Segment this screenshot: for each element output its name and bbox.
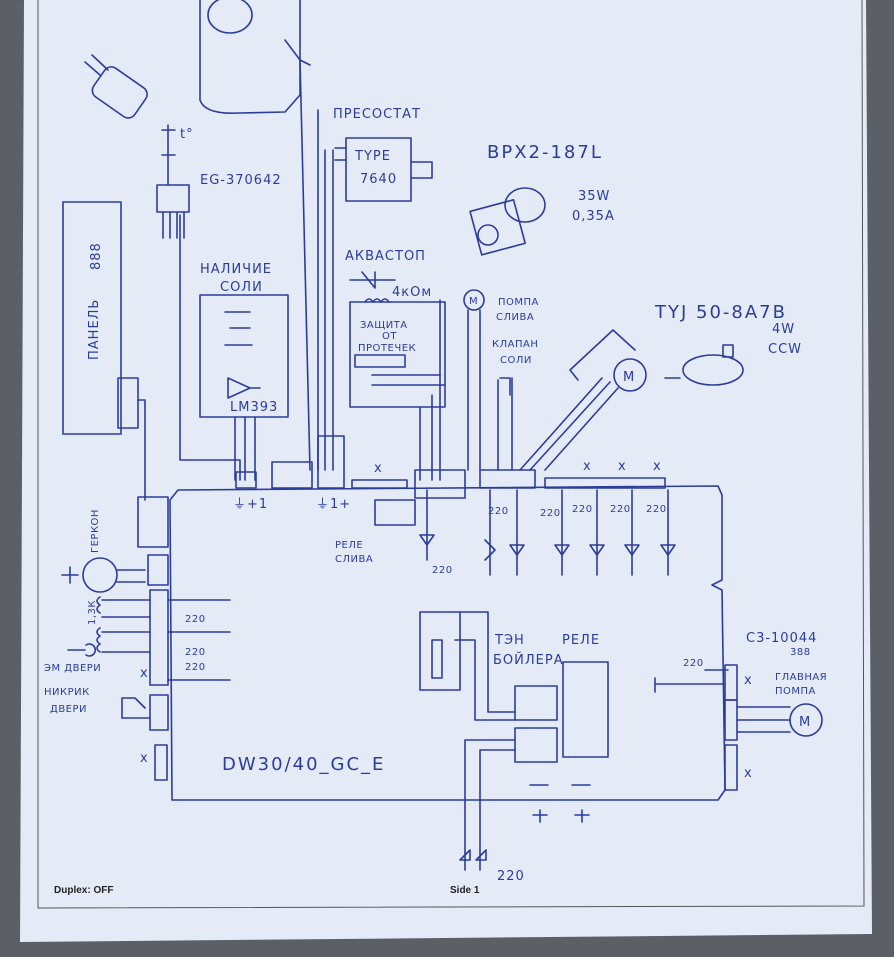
salt-valve-label-2: СОЛИ — [500, 355, 532, 366]
reed-label: ГЕРКОН — [90, 509, 101, 553]
leak-label-3: ПРОТЕЧЕК — [358, 343, 416, 354]
motor-direction: CCW — [768, 342, 802, 357]
salt-valve — [497, 377, 513, 471]
control-panel — [62, 201, 146, 501]
v220-label-5: 220 — [646, 504, 667, 515]
main-pump-model: C3-10044 — [746, 631, 817, 646]
pump-sketch — [469, 187, 546, 256]
comparator-label: LM393 — [230, 400, 278, 415]
resistance-label: 4кОм — [392, 285, 432, 300]
triac-row — [374, 489, 676, 576]
drain-pump-label-2: СЛИВА — [496, 312, 534, 323]
sensor-model: EG-370642 — [200, 173, 282, 188]
resistor-label: 1,3К — [87, 600, 98, 625]
salt-label-2: СОЛИ — [220, 280, 263, 295]
v220-label-9: 220 — [185, 662, 206, 673]
main-pump — [654, 669, 823, 737]
v220-label-2: 220 — [540, 508, 561, 519]
paper-sheet — [20, 0, 872, 942]
drain-pump-label-1: ПОМПА — [498, 297, 539, 308]
v220-label-4: 220 — [610, 504, 631, 515]
nc-mark-8: x — [744, 766, 753, 781]
main-board — [137, 435, 738, 801]
heater-relay-block — [419, 611, 609, 871]
relay-label: РЕЛЕ — [562, 633, 600, 648]
salt-valve-label-1: КЛАПАН — [492, 339, 538, 350]
nc-mark-5: x — [140, 666, 149, 681]
pressostat-type-number: 7640 — [360, 172, 397, 187]
drain-pump — [463, 289, 485, 471]
nc-mark-6: x — [140, 751, 149, 766]
drain-relay-label-1: РЕЛЕ — [335, 540, 363, 551]
pressostat — [299, 59, 433, 471]
motor-symbol: M — [623, 370, 635, 385]
aquastop-label: АКВАСТОП — [345, 249, 426, 264]
pressostat-label: ПРЕСОСТАТ — [333, 107, 421, 122]
plug-icon — [84, 54, 148, 119]
leak-label-2: ОТ — [382, 331, 397, 342]
door-switch-label-1: НИКРИК — [44, 687, 90, 698]
v220-label-6: 220 — [432, 565, 453, 576]
display-digits: 888 — [89, 242, 104, 270]
salt-sensor — [199, 294, 289, 481]
main-pump-label-1: ГЛАВНАЯ — [775, 672, 827, 683]
main-pump-motor: M — [799, 715, 811, 730]
nc-mark-1: x — [374, 461, 383, 476]
panel-label: ПАНЕЛЬ — [87, 299, 102, 360]
v220-label-7: 220 — [185, 614, 206, 625]
drain-relay-label-2: СЛИВА — [335, 554, 373, 565]
salt-label-1: НАЛИЧИЕ — [200, 262, 272, 277]
nc-mark-7: x — [744, 673, 753, 688]
motor-power: 4W — [772, 322, 795, 337]
leak-label-1: ЗАЩИТА — [360, 320, 408, 331]
door-switch-label-2: ДВЕРИ — [50, 704, 87, 715]
side-label: Side 1 — [450, 885, 480, 896]
print-border — [37, 0, 865, 909]
aquastop-unit — [349, 271, 446, 481]
door-lock-label: ЭМ ДВЕРИ — [44, 663, 101, 674]
mains-220-label: 220 — [497, 869, 525, 884]
ground-label-1: ⏚+1 — [233, 497, 268, 512]
motor-model: TYJ 50-8A7B — [654, 302, 787, 323]
v220-label-8: 220 — [185, 647, 206, 658]
pump-power: 35W — [578, 189, 610, 204]
heater-label-1: ТЭН — [494, 633, 525, 648]
pressostat-type: TYPE — [354, 149, 391, 164]
v220-label-10: 220 — [683, 658, 704, 669]
ground-label-2: ⏚1+ — [316, 497, 351, 512]
board-name: DW30/40_GC_E — [222, 754, 385, 775]
main-pump-label-2: ПОМПА — [775, 686, 816, 697]
distributor-motor — [519, 329, 744, 471]
v220-label-3: 220 — [572, 504, 593, 515]
duplex-status: Duplex: OFF — [54, 885, 113, 896]
pump-model: BPX2-187L — [487, 142, 603, 163]
main-pump-sub: 388 — [790, 647, 811, 658]
v220-label-1: 220 — [488, 506, 509, 517]
pump-current: 0,35A — [572, 209, 615, 224]
temp-sensor — [156, 124, 241, 481]
nc-mark-4: x — [653, 459, 662, 474]
temp-label: t° — [180, 127, 194, 142]
drain-pump-motor: M — [469, 296, 478, 307]
left-connectors — [61, 557, 231, 719]
nc-mark-3: x — [618, 459, 627, 474]
nc-mark-2: x — [583, 459, 592, 474]
heater-label-2: БОЙЛЕРА — [493, 652, 564, 668]
